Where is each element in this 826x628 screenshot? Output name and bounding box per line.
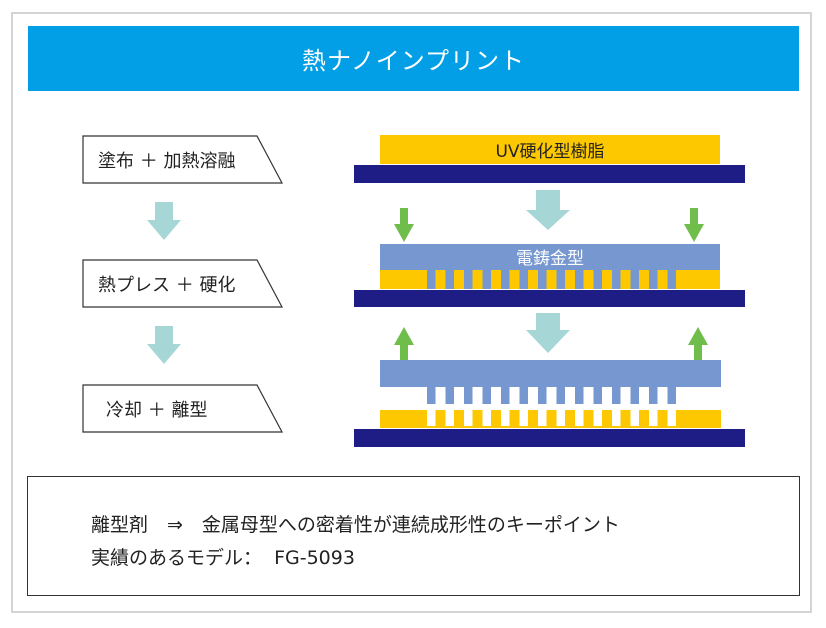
mold-tooth [445,387,454,404]
resin-pattern-tooth [528,270,538,289]
mold-tooth [612,387,621,404]
step-label: 塗布 ＋ 加熱溶融 [98,151,236,172]
process-step-coating: 塗布 ＋ 加熱溶融 [82,135,283,185]
note-line-release-agent: 離型剤 ⇒ 金属母型への密着性が連続成形性のキーポイント [91,514,620,536]
resin-pattern-tooth [546,410,557,428]
resin-pattern-tooth [509,270,520,289]
mold-tooth [649,387,658,404]
substrate [354,290,745,307]
resin-label: UV硬化型樹脂 [495,142,604,162]
resin-base [380,426,721,428]
mold-tooth [593,387,602,404]
mold-label: 電鋳金型 [516,249,584,269]
mold-tooth [519,387,528,404]
mold-tooth [538,387,547,404]
resin-segment [380,270,427,289]
note-line-model: 実績のあるモデル： FG-5093 [91,547,355,569]
resin-segment [380,410,427,428]
resin-pattern-tooth [657,270,668,289]
resin-pattern-tooth [676,410,686,428]
mold-tooth [630,387,639,404]
step-label: 冷却 ＋ 離型 [106,400,208,421]
resin-layer [380,135,720,164]
resin-pattern-tooth [639,410,649,428]
title-banner: 熱ナノインプリント [28,26,799,91]
mold-tooth [464,387,473,404]
resin-pattern-tooth [583,270,594,289]
step-box-shape [82,135,283,184]
mold-tooth [556,387,565,404]
step-label: 熱プレス ＋ 硬化 [98,275,236,296]
resin-pattern-tooth [565,270,575,289]
resin-pattern-tooth [472,410,483,428]
substrate [354,165,745,183]
resin-pattern-tooth [602,270,612,289]
process-step-release: 冷却 ＋ 離型 [82,384,283,434]
resin-pattern-tooth [676,270,686,289]
press-arrow-down-icon [684,208,704,242]
resin-pattern-tooth [620,270,631,289]
slide-frame [11,12,812,613]
resin-pattern-tooth [435,270,446,289]
center-arrow-down-icon [526,190,570,230]
resin-pattern-tooth [583,410,594,428]
mold-tooth [575,387,584,404]
release-arrow-up-icon [688,327,708,360]
resin-pattern-tooth [435,410,446,428]
flow-arrow-down-icon [147,326,181,364]
flow-arrow-down-icon [147,202,181,240]
mold-tooth [501,387,510,404]
process-step-pressing: 熱プレス ＋ 硬化 [82,259,283,309]
resin-pattern-tooth [509,410,520,428]
resin-pattern-tooth [620,410,631,428]
resin-pattern-tooth [472,270,483,289]
resin-pattern-tooth [565,410,575,428]
mold-tooth [482,387,491,404]
resin-pattern-tooth [454,410,464,428]
resin-pattern-tooth [528,410,538,428]
substrate [354,429,745,447]
resin-segment [686,410,721,428]
mold-tooth [667,387,676,404]
mold-tooth [427,387,436,404]
resin-pattern-tooth [602,410,612,428]
resin-pattern-tooth [657,410,668,428]
page-title: 熱ナノインプリント [301,47,526,75]
resin-pattern-tooth [546,270,557,289]
resin-pattern-tooth [454,270,464,289]
step-box-shape [82,384,283,433]
mold-plate [380,360,721,387]
press-arrow-down-icon [394,208,414,242]
resin-pattern-tooth [491,270,501,289]
key-point-note: 離型剤 ⇒ 金属母型への密着性が連続成形性のキーポイント 実績のあるモデル： F… [27,476,800,596]
resin-pattern-tooth [639,270,649,289]
resin-pattern-tooth [491,410,501,428]
resin-segment [685,270,720,289]
center-arrow-down-icon [526,313,570,353]
release-arrow-up-icon [394,327,414,360]
step-box-shape [82,259,283,308]
